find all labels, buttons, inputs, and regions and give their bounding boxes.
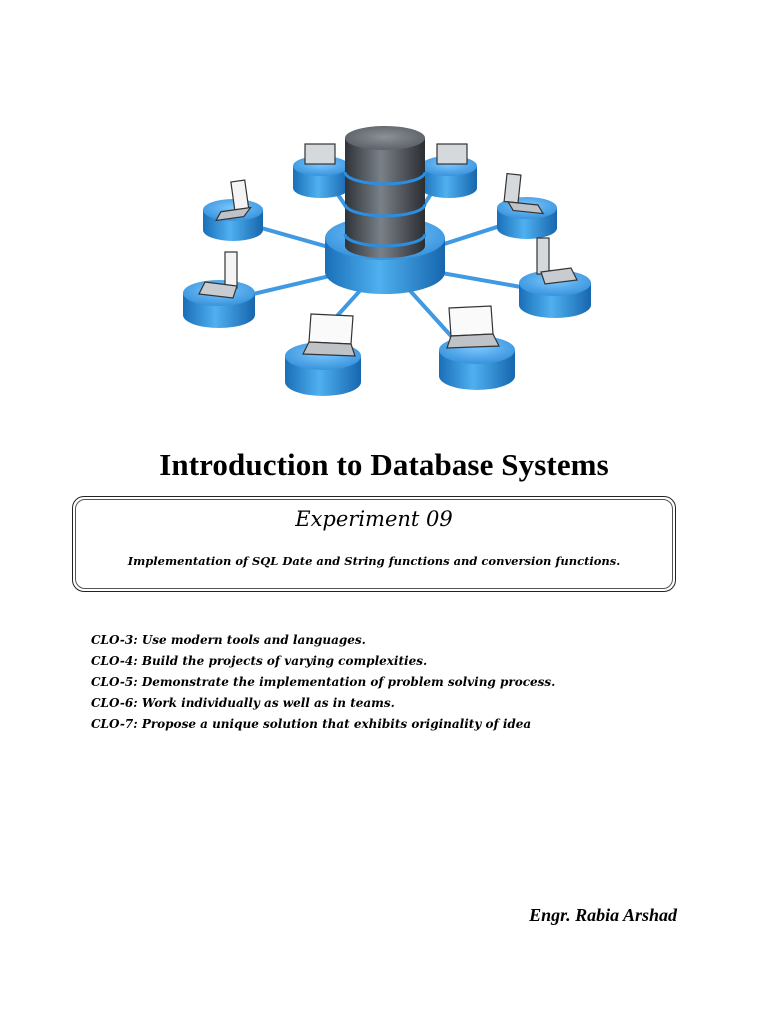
experiment-box: Experiment 09 Implementation of SQL Date…	[72, 496, 676, 592]
clo-item: CLO-4: Build the projects of varying com…	[91, 654, 428, 668]
author-name: Engr. Rabia Arshad	[529, 905, 677, 925]
database-network-icon	[183, 126, 591, 396]
clo-item: CLO-5: Demonstrate the implementation of…	[91, 675, 556, 689]
experiment-title: Experiment 09	[295, 507, 453, 531]
clo-item: CLO-7: Propose a unique solution that ex…	[91, 717, 532, 731]
clo-list: CLO-3: Use modern tools and languages. C…	[91, 630, 555, 735]
clo-item: CLO-3: Use modern tools and languages.	[91, 633, 366, 647]
experiment-description: Implementation of SQL Date and String fu…	[127, 554, 621, 568]
document-title: Introduction to Database Systems	[159, 447, 609, 482]
clo-item: CLO-6: Work individually as well as in t…	[91, 696, 395, 710]
